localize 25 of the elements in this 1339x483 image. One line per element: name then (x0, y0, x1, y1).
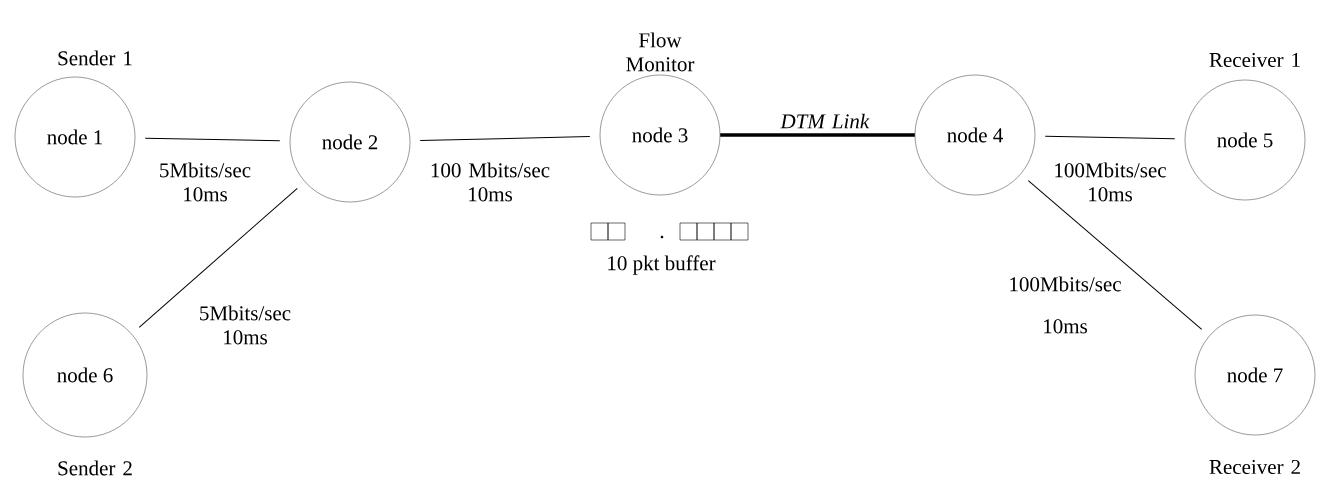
link-line (144, 137, 281, 142)
circle-node: node 2 (289, 81, 411, 203)
circle-node: node 5 (1184, 79, 1306, 201)
edge-label: 5Mbits/sec 10ms (200, 305, 291, 345)
link-line (419, 136, 591, 141)
edge-label: 100Mbits/sec 10ms (1055, 162, 1166, 202)
edge-label: 5Mbits/sec 10ms (160, 162, 251, 202)
buffer-label: 10 pkt buffer (608, 255, 716, 275)
circle-node: node 3 (599, 74, 721, 196)
edge-label: 100 Mbits/sec 10ms (431, 162, 550, 202)
link-line (138, 187, 298, 328)
node-caption: Receiver 2 (1209, 459, 1300, 475)
circle-node: node 1 (14, 76, 136, 198)
node-caption: Flow Monitor (626, 32, 695, 72)
link-line (1027, 180, 1203, 330)
circle-node: node 7 (1194, 314, 1316, 436)
link-line (720, 133, 915, 137)
circle-node: node 6 (22, 312, 148, 438)
node-caption: Receiver 1 (1209, 52, 1300, 68)
node-caption: Sender 1 (58, 50, 132, 66)
circle-node: node 4 (914, 74, 1036, 196)
link-line (1044, 135, 1176, 140)
node-caption: Sender 2 (58, 460, 132, 476)
edge-label: DTM Link (780, 113, 870, 129)
edge-label: 100Mbits/sec 10ms (1010, 276, 1121, 334)
